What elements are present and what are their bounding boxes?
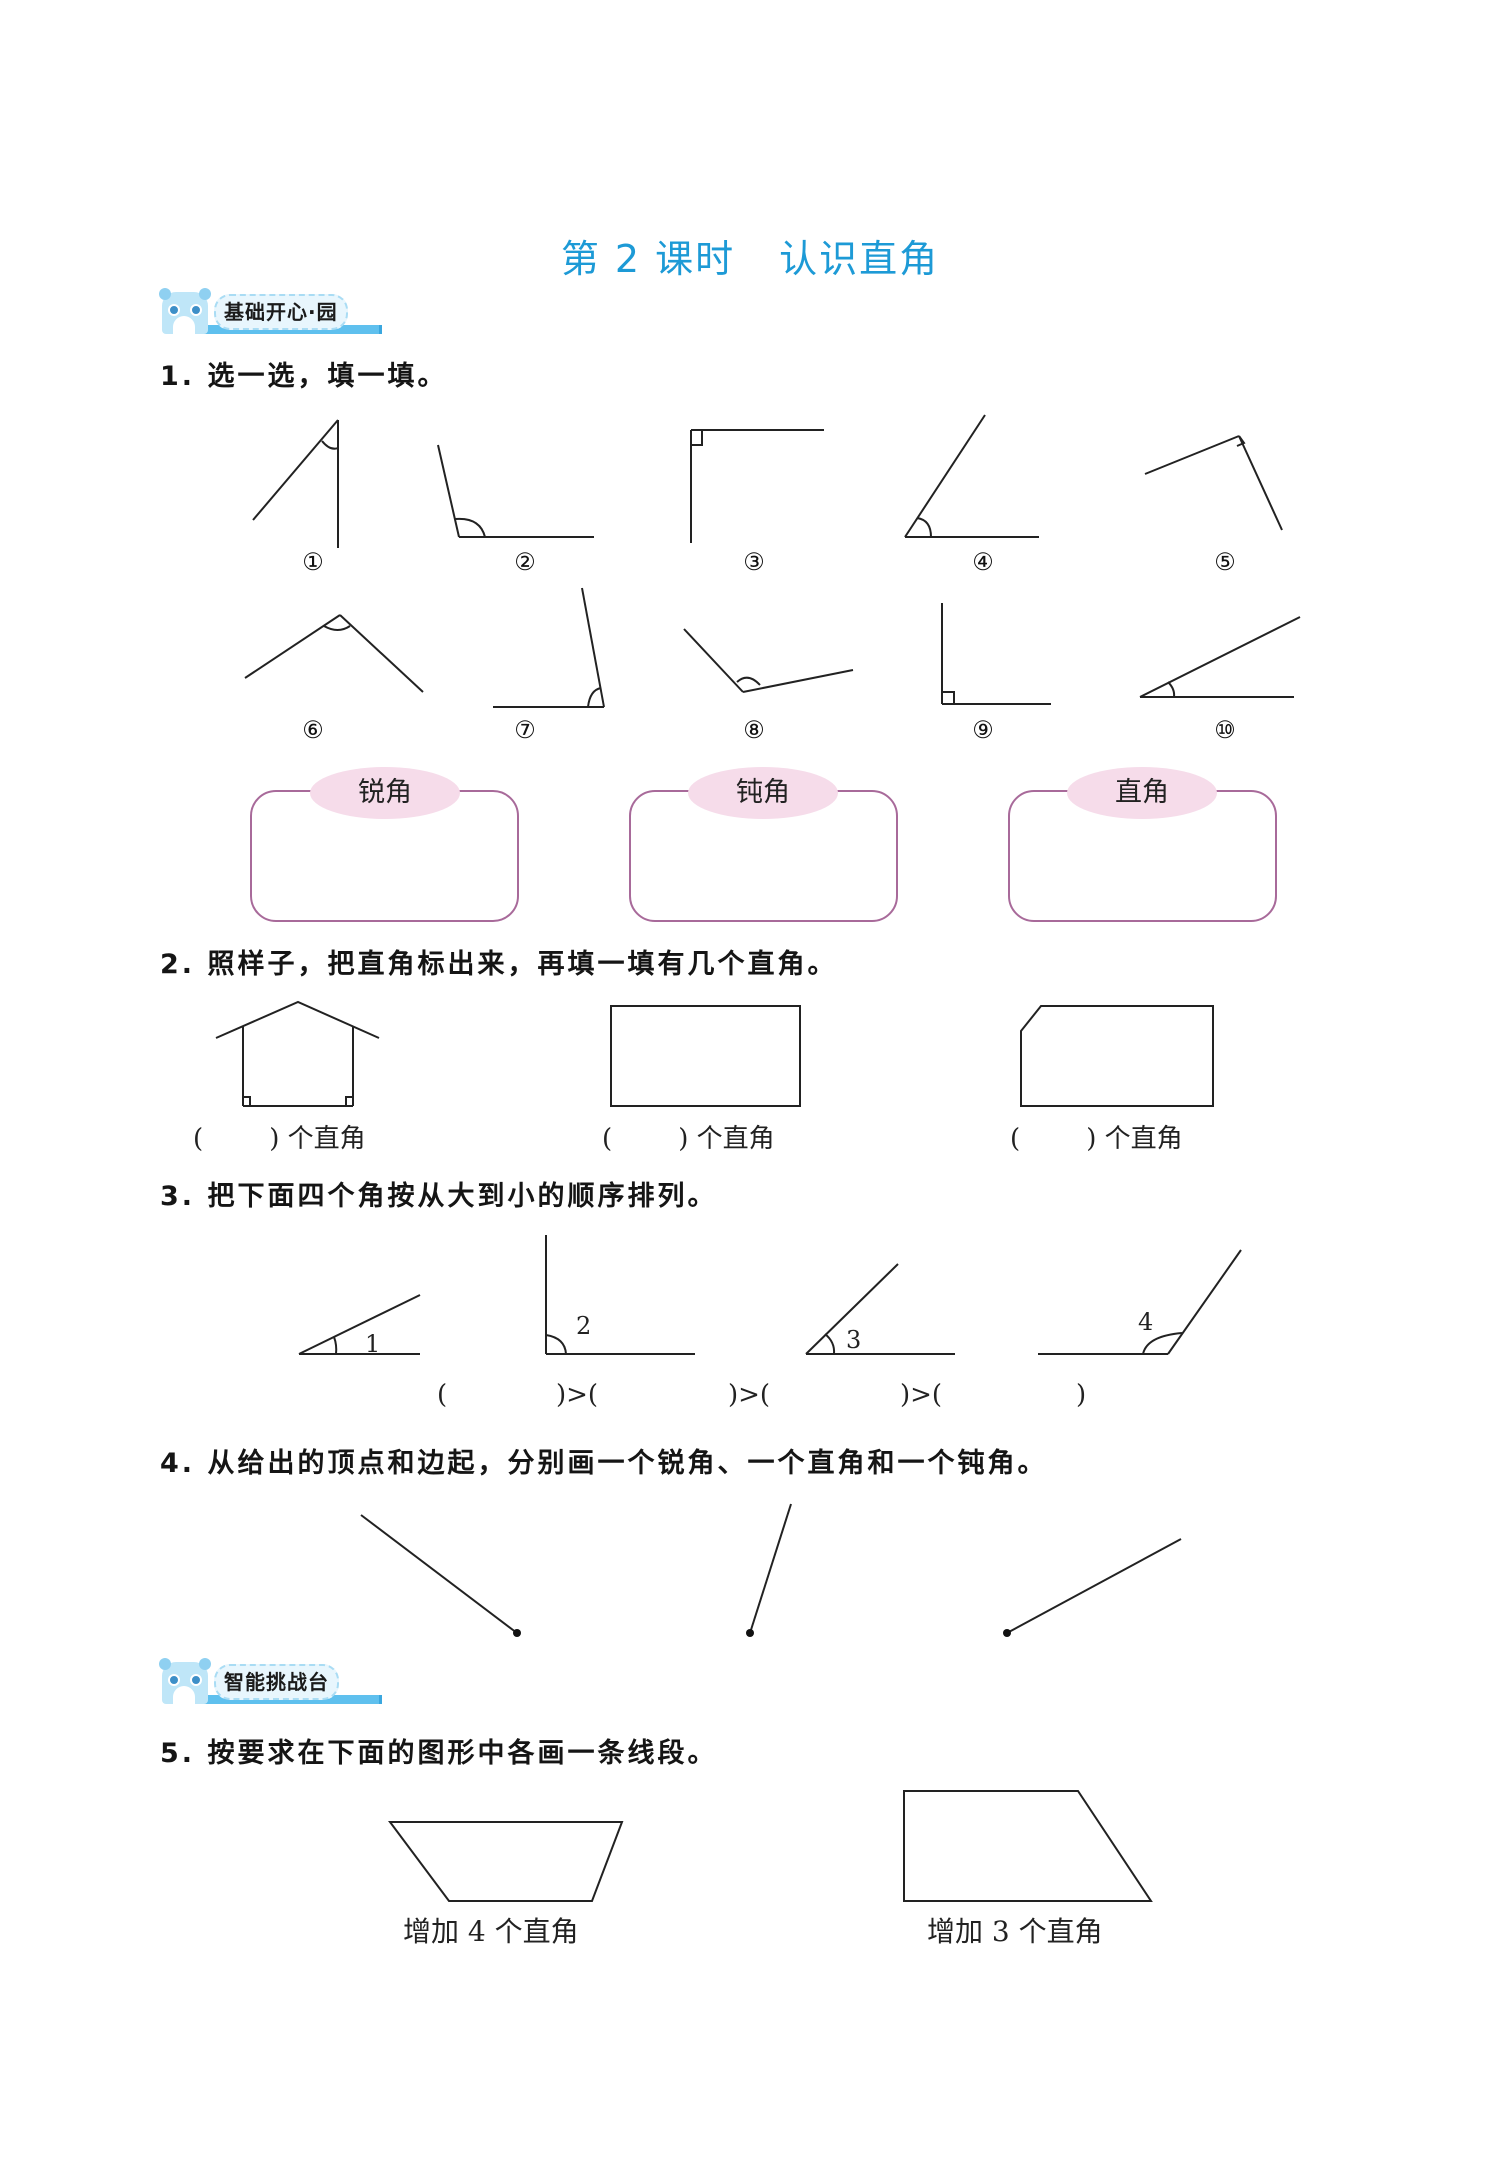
angle-3-label-3: 3 [846, 1326, 862, 1354]
angle-3-label-4: 4 [1138, 1308, 1154, 1336]
angle-label-3: ③ [743, 548, 765, 576]
angle-label-9: ⑨ [972, 716, 994, 744]
trapezoid-caption: 增加 4 个直角 [403, 1915, 579, 1948]
page-title: 第 2 课时认识直角 [0, 228, 1500, 283]
cut-corner-rectangle-shape[interactable] [1020, 1005, 1214, 1107]
obtuse-angle-label: 钝角 [688, 767, 838, 819]
right-trapezoid-shape[interactable] [903, 1790, 1153, 1902]
order-angle-1[interactable] [298, 1294, 421, 1355]
right-angle-label: 直角 [1067, 767, 1217, 819]
section-banner-challenge: 智能挑战台 [159, 1658, 382, 1706]
angle-3-label-2: 2 [576, 1312, 592, 1340]
right-angle-count-1[interactable]: ( ) 个直角 [193, 1124, 366, 1154]
bear-mascot-icon [159, 1658, 211, 1704]
ray-with-vertex-3[interactable] [1003, 1538, 1182, 1637]
order-separator-1: )>( [556, 1380, 599, 1410]
question-3: 3. 把下面四个角按从大到小的顺序排列。 [160, 1181, 718, 1212]
angle-label-5: ⑤ [1214, 548, 1236, 576]
banner-label: 智能挑战台 [214, 1664, 339, 1700]
bear-mascot-icon [159, 288, 211, 334]
question-5: 5. 按要求在下面的图形中各画一条线段。 [160, 1738, 718, 1769]
angle-figure-4[interactable] [904, 414, 1039, 538]
question-2: 2. 照样子，把直角标出来，再填一填有几个直角。 [160, 949, 838, 980]
angle-figure-10[interactable] [1139, 616, 1301, 698]
angle-label-8: ⑧ [743, 716, 765, 744]
angle-label-6: ⑥ [302, 716, 324, 744]
isosceles-trapezoid-shape[interactable] [388, 1821, 624, 1902]
angle-label-2: ② [514, 548, 536, 576]
section-banner-basics: 基础开心·园 [159, 288, 382, 336]
angle-figure-5[interactable] [1144, 435, 1283, 531]
angle-label-7: ⑦ [514, 716, 536, 744]
acute-angle-label: 锐角 [310, 767, 460, 819]
question-1: 1. 选一选，填一填。 [160, 361, 448, 392]
order-separator-2: )>( [728, 1380, 771, 1410]
angle-figure-6[interactable] [244, 614, 424, 693]
angle-figure-7[interactable] [493, 587, 605, 708]
banner-label: 基础开心·园 [214, 294, 348, 330]
house-shape[interactable] [215, 1000, 380, 1107]
order-open-paren: ( [437, 1380, 448, 1410]
angle-figure-3[interactable] [690, 429, 824, 543]
angle-3-label-1: 1 [365, 1330, 381, 1358]
order-angle-4[interactable] [1038, 1249, 1242, 1355]
angle-figure-2[interactable] [437, 444, 594, 538]
order-close-paren: ) [1076, 1380, 1087, 1410]
order-angle-2[interactable] [545, 1235, 695, 1355]
right-trapezoid-caption: 增加 3 个直角 [927, 1915, 1103, 1948]
right-angle-count-3[interactable]: ( ) 个直角 [1010, 1124, 1183, 1154]
right-angle-count-2[interactable]: ( ) 个直角 [602, 1124, 775, 1154]
angle-label-4: ④ [972, 548, 994, 576]
angle-figure-9[interactable] [941, 603, 1051, 705]
lesson-number: 第 2 课时 [560, 237, 736, 281]
angle-label-1: ① [302, 548, 324, 576]
order-separator-3: )>( [900, 1380, 943, 1410]
angle-figure-1[interactable] [252, 419, 339, 548]
ray-with-vertex-2[interactable] [746, 1503, 792, 1637]
rectangle-shape[interactable] [610, 1005, 801, 1107]
lesson-topic: 认识直角 [779, 237, 940, 281]
angle-label-10: ⑩ [1214, 716, 1236, 744]
angle-figure-8[interactable] [683, 628, 854, 693]
question-4: 4. 从给出的顶点和边起，分别画一个锐角、一个直角和一个钝角。 [160, 1448, 1048, 1479]
order-angle-3[interactable] [805, 1263, 955, 1355]
ray-with-vertex-1[interactable] [360, 1514, 521, 1637]
